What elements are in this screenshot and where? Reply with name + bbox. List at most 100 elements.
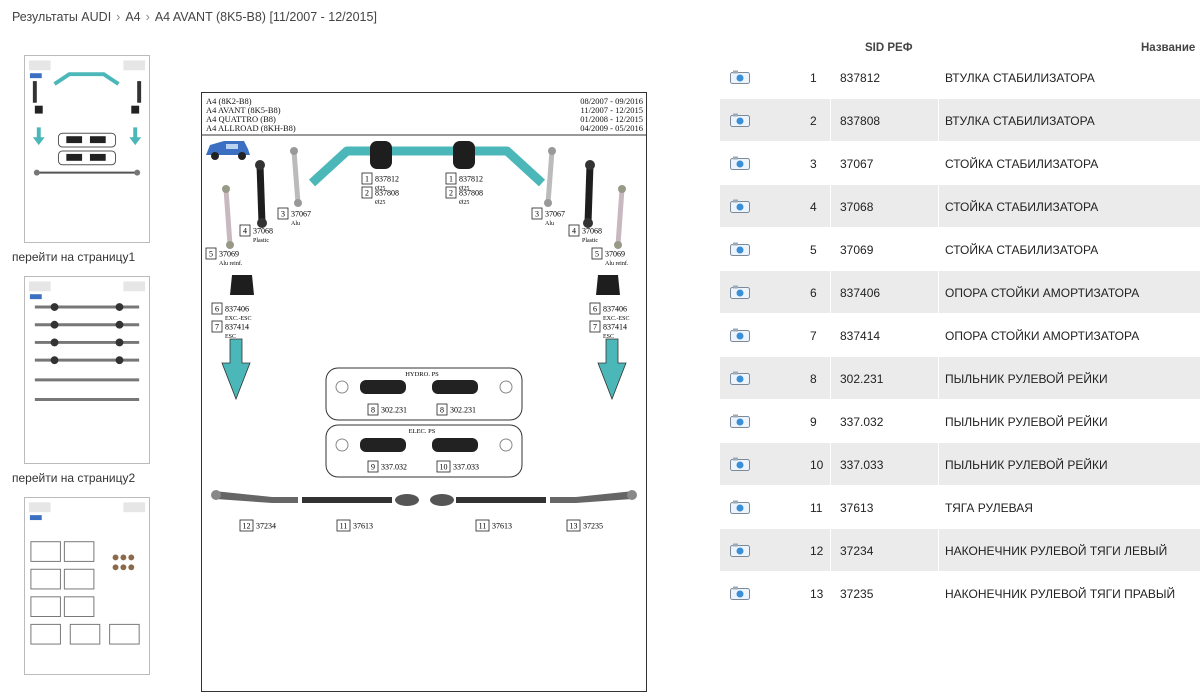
part-number-box [211, 320, 223, 333]
row-divider [830, 228, 831, 270]
row-ref: 302.231 [840, 372, 884, 386]
diagram-date-2: 11/2007 - 12/2015 [581, 105, 644, 115]
row-ref: 37069 [840, 243, 874, 257]
diagram-model-4: A4 ALLROAD (8KH-B8) [206, 123, 296, 133]
part-number-box [445, 172, 457, 185]
elec-ps-box [325, 424, 523, 478]
camera-icon[interactable] [730, 199, 750, 213]
part-code: 837414 [225, 323, 249, 332]
camera-icon[interactable] [730, 543, 750, 557]
part-number: 8 [371, 406, 375, 415]
camera-icon[interactable] [730, 414, 750, 428]
parts-diagram: A4 (8K2-B8) A4 AVANT (8K5-B8) A4 QUATTRO… [201, 92, 647, 692]
breadcrumb-separator-icon: › [145, 10, 150, 24]
row-number: 13 [810, 587, 824, 601]
row-ref: 837812 [840, 71, 881, 85]
part-number: 7 [593, 323, 597, 332]
row-ref: 837406 [840, 286, 881, 300]
part-code: 37613 [492, 522, 512, 531]
part-number-box [436, 460, 451, 473]
part-number: 8 [440, 406, 444, 415]
part-note: ESC [603, 334, 614, 340]
camera-icon[interactable] [730, 70, 750, 84]
breadcrumb-root-link[interactable]: Результаты AUDI [12, 10, 112, 24]
breadcrumb-separator-icon: › [116, 10, 121, 24]
camera-icon[interactable] [730, 500, 750, 514]
tie-rod-end-right-icon [550, 490, 637, 503]
row-divider [938, 357, 939, 399]
part-code: 37067 [291, 210, 311, 219]
part-code: 302.231 [450, 406, 476, 415]
part-number-box [361, 172, 373, 185]
row-number: 10 [810, 458, 824, 472]
part-number-box [367, 460, 379, 473]
camera-icon[interactable] [730, 113, 750, 127]
row-ref: 37234 [840, 544, 874, 558]
link-37067-right-icon [544, 147, 556, 207]
camera-icon[interactable] [730, 328, 750, 342]
part-code: 37234 [256, 522, 276, 531]
bushing-left-icon [370, 141, 392, 169]
thumbnail-page-1[interactable] [24, 55, 150, 243]
camera-icon[interactable] [730, 371, 750, 385]
row-divider [830, 271, 831, 313]
part-code: 337.032 [381, 463, 407, 472]
part-note: Ø25 [459, 186, 469, 192]
part-code: 337.033 [453, 463, 479, 472]
row-number: 1 [810, 71, 817, 85]
part-number-box [589, 320, 601, 333]
boots-icon [360, 380, 478, 452]
row-divider [830, 185, 831, 227]
link-37069-right-icon [614, 185, 626, 249]
row-number: 8 [810, 372, 817, 386]
part-note: EXC.-ESC [225, 316, 252, 322]
row-name: ОПОРА СТОЙКИ АМОРТИЗАТОРА [945, 329, 1140, 343]
part-code: 37068 [582, 227, 602, 236]
row-divider [830, 486, 831, 528]
camera-icon[interactable] [730, 457, 750, 471]
part-number-box [475, 519, 490, 532]
camera-icon[interactable] [730, 586, 750, 600]
strut-mount-left-icon [230, 275, 254, 295]
row-number: 11 [810, 501, 823, 515]
part-code: 837414 [603, 323, 627, 332]
row-name: ТЯГА РУЛЕВАЯ [945, 501, 1033, 515]
camera-icon[interactable] [730, 285, 750, 299]
row-name: НАКОНЕЧНИК РУЛЕВОЙ ТЯГИ ЛЕВЫЙ [945, 544, 1168, 558]
breadcrumb-make-link[interactable]: A4 [125, 10, 141, 24]
row-divider [938, 400, 939, 442]
page-link-1[interactable]: перейти на страницу1 [12, 250, 136, 264]
page-link-2[interactable]: перейти на страницу2 [12, 471, 136, 485]
tie-rod-left-icon [302, 494, 419, 506]
camera-icon[interactable] [730, 156, 750, 170]
row-divider [938, 99, 939, 141]
diagram-date-3: 01/2008 - 12/2015 [580, 114, 643, 124]
row-divider [830, 572, 831, 614]
breadcrumb-current: A4 AVANT (8K5-B8) [11/2007 - 12/2015] [154, 10, 377, 24]
part-code: 837808 [459, 189, 483, 198]
row-divider [830, 99, 831, 141]
camera-icon[interactable] [730, 242, 750, 256]
row-divider [938, 572, 939, 614]
part-code: 37613 [353, 522, 373, 531]
link-37067-left-icon [290, 147, 302, 207]
row-divider [938, 271, 939, 313]
part-number: 3 [281, 210, 285, 219]
elec-ps-label: ELEC. PS [409, 428, 436, 435]
part-number: 6 [215, 305, 219, 314]
thumbnail-page-2[interactable] [24, 276, 150, 464]
thumbnail-page-3[interactable] [24, 497, 150, 675]
